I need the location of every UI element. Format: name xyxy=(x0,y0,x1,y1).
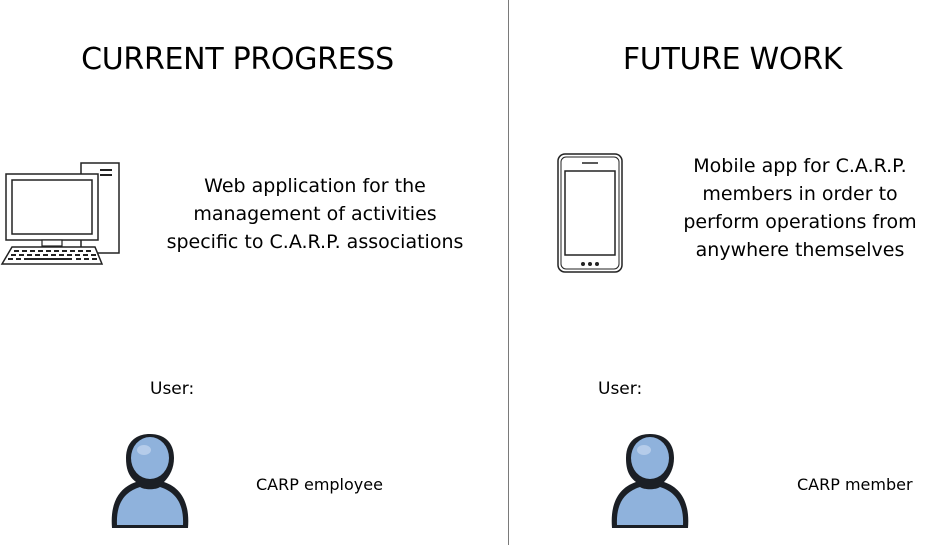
future-work-description: Mobile app for C.A.R.P. members in order… xyxy=(680,152,920,264)
current-progress-description: Web application for the management of ac… xyxy=(160,172,470,256)
mobile-phone-icon xyxy=(557,153,623,273)
future-work-title: FUTURE WORK xyxy=(622,42,843,77)
user-icon xyxy=(611,434,689,528)
description-line: management of activities xyxy=(193,203,437,225)
carp-employee-label: CARP employee xyxy=(256,475,383,494)
section-divider xyxy=(508,0,509,545)
user-icon xyxy=(111,434,189,528)
description-line: Mobile app for C.A.R.P. xyxy=(693,155,907,177)
future-user-label: User: xyxy=(598,379,643,399)
current-user-label: User: xyxy=(150,379,195,399)
description-line: members in order to xyxy=(702,183,898,205)
description-line: specific to C.A.R.P. associations xyxy=(166,231,464,253)
current-progress-title: CURRENT PROGRESS xyxy=(81,42,394,77)
description-line: perform operations from xyxy=(683,211,917,233)
description-line: anywhere themselves xyxy=(695,239,905,261)
desktop-computer-icon xyxy=(0,162,120,265)
carp-member-label: CARP member xyxy=(797,475,913,494)
description-line: Web application for the xyxy=(204,175,426,197)
